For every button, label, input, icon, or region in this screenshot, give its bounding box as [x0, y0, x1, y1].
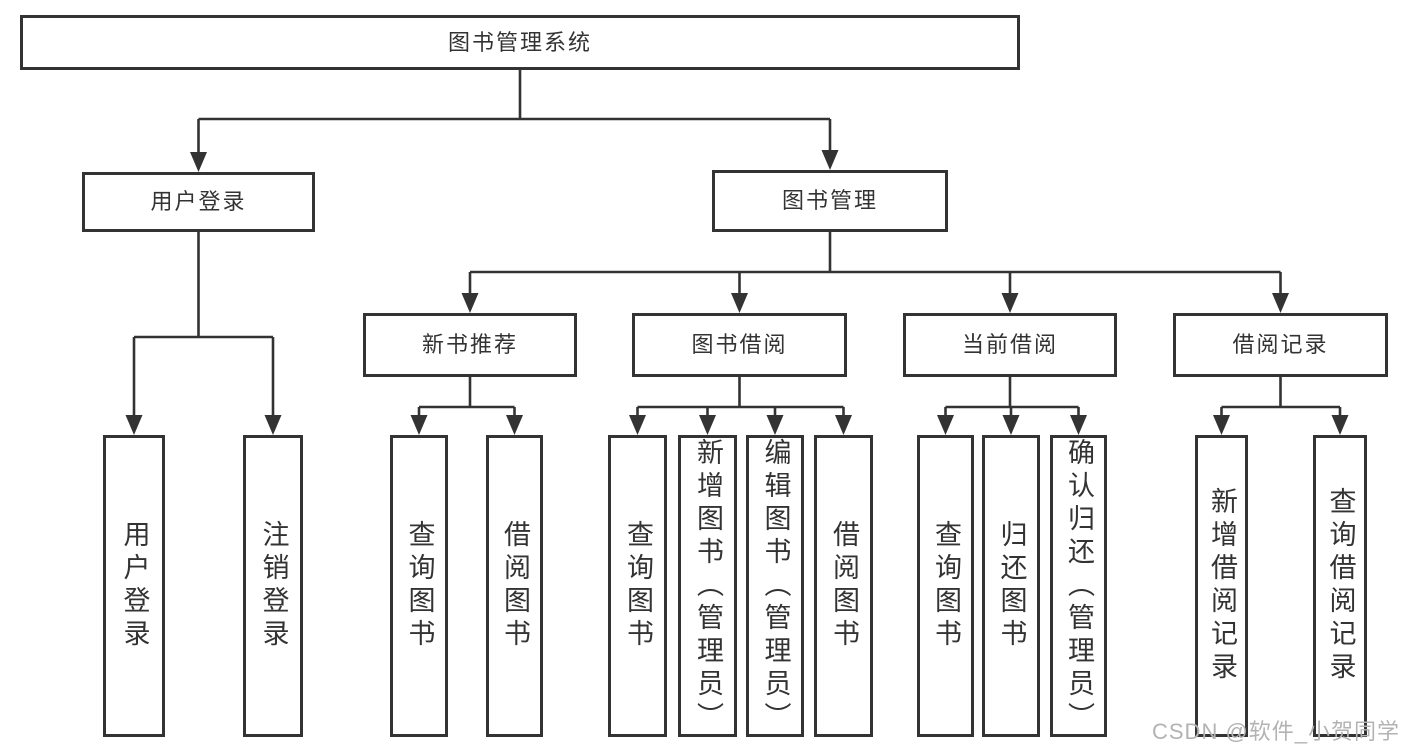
leaf-return-book: 归还图书 — [982, 435, 1040, 737]
node-user-login: 用户登录 — [82, 172, 315, 232]
leaf-user-login: 用户登录 — [103, 435, 165, 737]
node-current-borrowing: 当前借阅 — [903, 313, 1117, 377]
leaf-recommend-query-book: 查询图书 — [390, 435, 448, 737]
leaf-edit-book-admin: 编辑图书（管理员） — [746, 435, 804, 737]
node-book-borrowing: 图书借阅 — [632, 313, 847, 377]
leaf-recommend-borrow-book: 借阅图书 — [486, 435, 543, 737]
leaf-query-borrow-record: 查询借阅记录 — [1313, 435, 1367, 737]
leaf-logout: 注销登录 — [243, 435, 303, 737]
node-book-management: 图书管理 — [712, 170, 948, 232]
leaf-borrowing-borrow-book: 借阅图书 — [814, 435, 873, 737]
leaf-current-query-book: 查询图书 — [917, 435, 974, 737]
node-borrowing-records: 借阅记录 — [1173, 313, 1388, 377]
node-library-management-system: 图书管理系统 — [20, 15, 1020, 70]
leaf-add-borrow-record: 新增借阅记录 — [1195, 435, 1248, 737]
csdn-watermark: CSDN @软件_小贺同学 — [1152, 719, 1401, 744]
node-new-book-recommend: 新书推荐 — [363, 313, 577, 377]
leaf-add-book-admin: 新增图书（管理员） — [678, 435, 737, 737]
leaf-borrowing-query-book: 查询图书 — [608, 435, 667, 737]
leaf-confirm-return-admin: 确认归还（管理员） — [1050, 435, 1107, 737]
